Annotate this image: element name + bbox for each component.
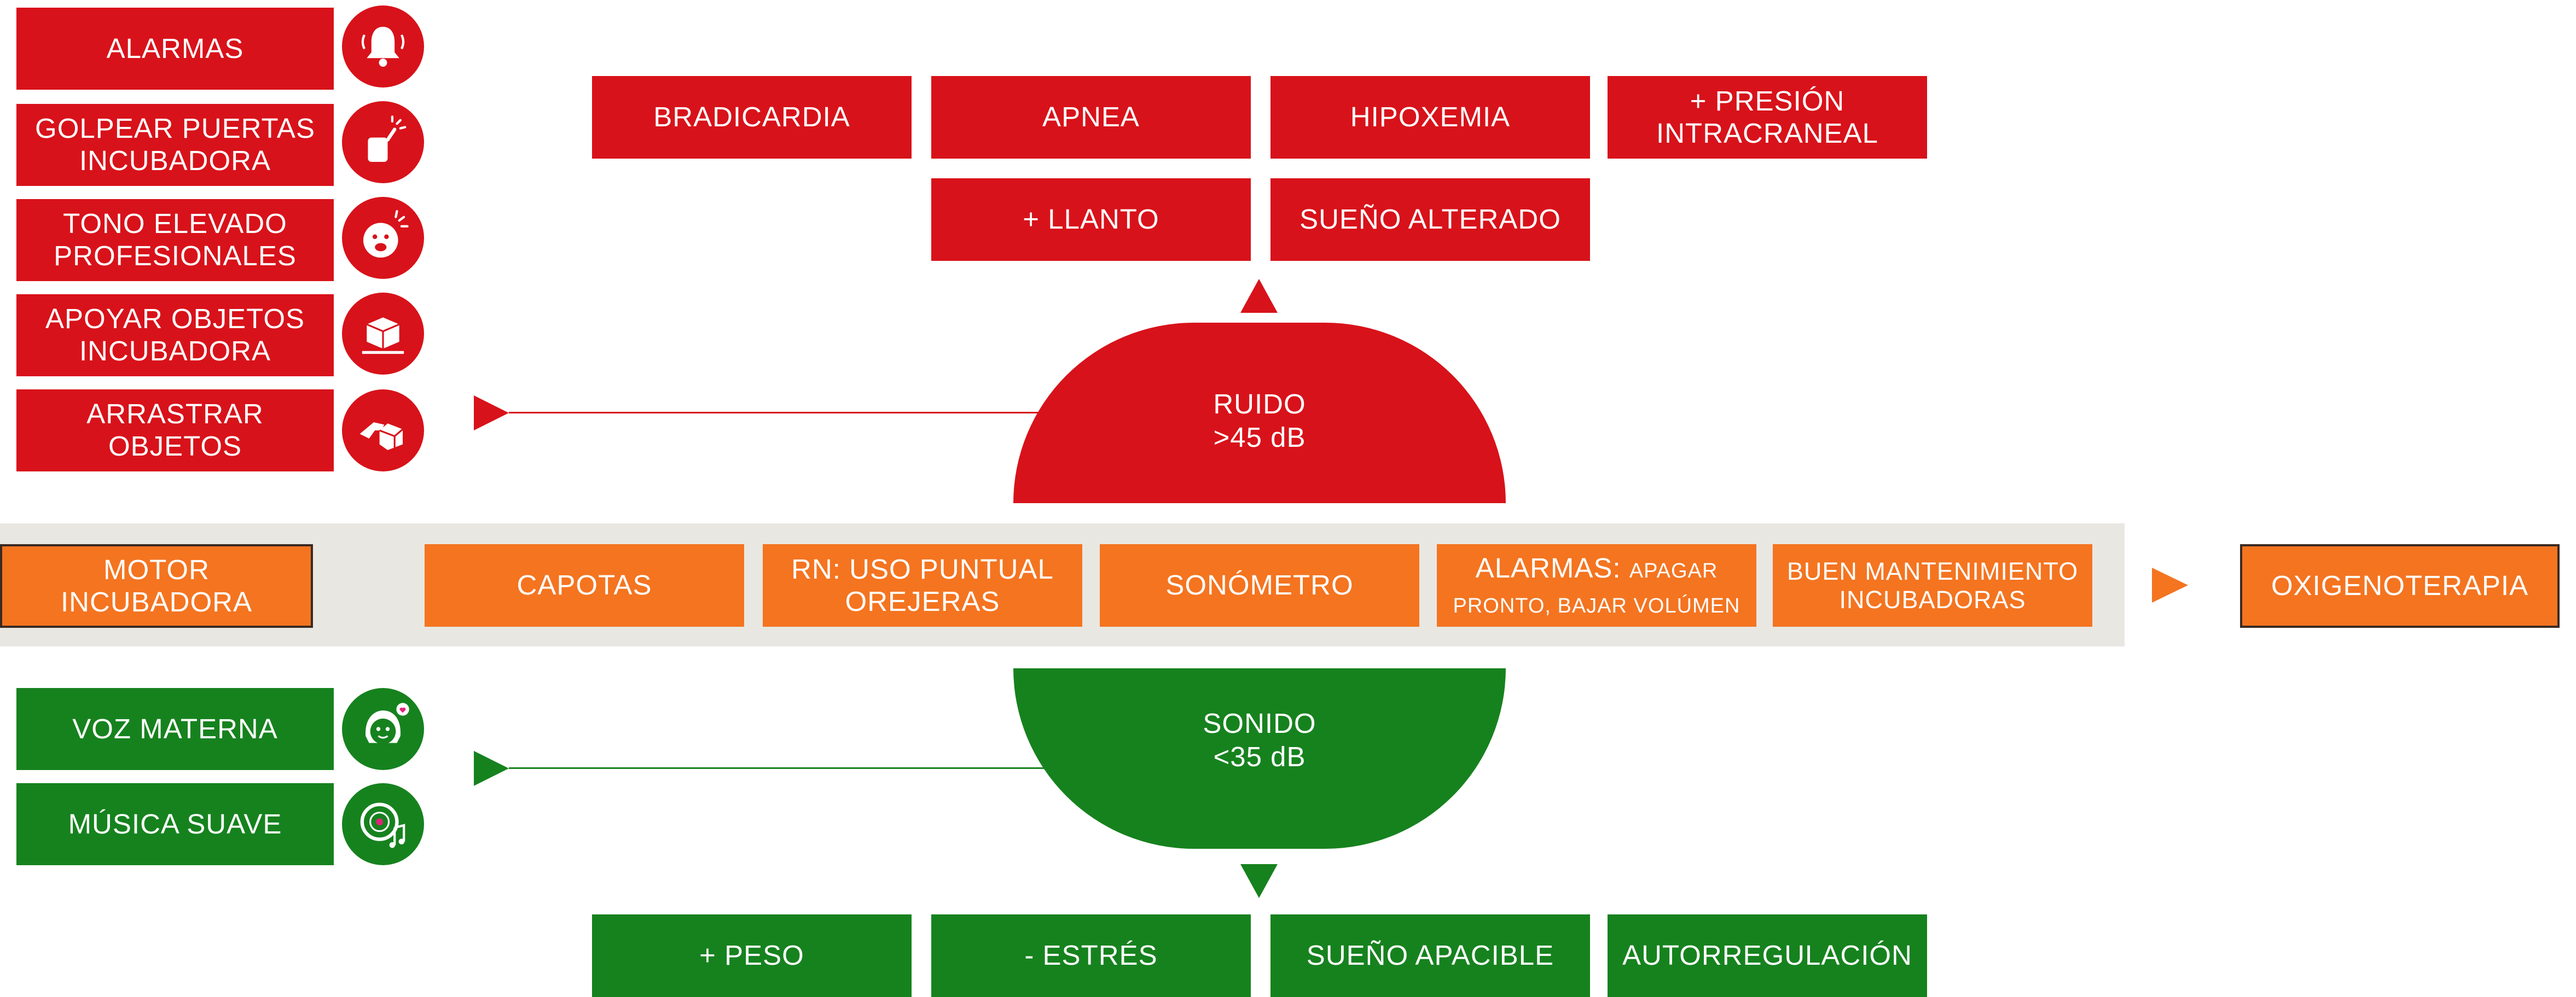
up-arrowhead <box>1240 279 1278 313</box>
hand-pushing-box-icon-svg <box>359 422 404 451</box>
source-label: VOZ MATERNA <box>72 713 278 744</box>
source-label: MÚSICA SUAVE <box>68 808 282 839</box>
measure-capotas: CAPOTAS <box>425 544 744 627</box>
effect-label: SUEÑO APACIBLE <box>1306 940 1554 971</box>
effect-autorregulacion: AUTORREGULACIÓN <box>1608 914 1927 997</box>
effect-label: BRADICARDIA <box>653 101 850 133</box>
hand-knocking-icon-svg <box>368 115 407 162</box>
effect-sueno-apacible: SUEÑO APACIBLE <box>1270 914 1590 997</box>
noise-title: RUIDO <box>1213 388 1306 419</box>
mother-face-icon-svg <box>365 703 409 744</box>
cause-label: GOLPEAR PUERTAS INCUBADORA <box>35 113 315 176</box>
sound-level: <35 dB <box>1213 741 1306 773</box>
noise-level: >45 dB <box>1213 422 1306 453</box>
music-disc-icon-svg <box>360 802 405 848</box>
effect-estres: - ESTRÉS <box>931 914 1251 997</box>
effect-label: SUEÑO ALTERADO <box>1299 203 1561 235</box>
effect-label: + PRESIÓN INTRACRANEAL <box>1656 85 1878 149</box>
sound-dome <box>1013 668 1506 849</box>
cause-alarmas: ALARMAS <box>16 8 334 90</box>
effect-llanto: + LLANTO <box>931 178 1251 261</box>
measure-alarmas: ALARMAS: APAGAR PRONTO, BAJAR VOLÚMEN <box>1437 544 1756 627</box>
measure-alarmas-text: ALARMAS: APAGAR PRONTO, BAJAR VOLÚMEN <box>1443 551 1750 621</box>
effect-label: + PESO <box>699 940 804 971</box>
effect-peso: + PESO <box>592 914 912 997</box>
effect-label: HIPOXEMIA <box>1350 101 1511 133</box>
effect-bradicardia: BRADICARDIA <box>592 76 912 159</box>
bell-icon-svg <box>361 26 405 67</box>
cause-tono-elevado: TONO ELEVADO PROFESIONALES <box>16 199 334 281</box>
noise-dome-label: RUIDO >45 dB <box>1123 387 1396 454</box>
shouting-face-icon <box>342 197 424 279</box>
effect-label: + LLANTO <box>1023 203 1159 235</box>
sound-arrowhead <box>474 751 509 786</box>
cause-label: ARRASTRAR OBJETOS <box>86 398 264 462</box>
effect-hipoxemia: HIPOXEMIA <box>1270 76 1590 159</box>
measure-label: MOTOR INCUBADORA <box>60 553 253 617</box>
cause-golpear-puertas: GOLPEAR PUERTAS INCUBADORA <box>16 104 334 186</box>
effect-label: APNEA <box>1042 101 1140 133</box>
measure-label: CAPOTAS <box>517 569 652 601</box>
noise-connector-line <box>509 412 1070 413</box>
source-voz-materna: VOZ MATERNA <box>16 688 334 770</box>
measure-sonometro: SONÓMETRO <box>1100 544 1419 627</box>
sound-title: SONIDO <box>1203 708 1316 739</box>
effect-label: - ESTRÉS <box>1024 940 1158 971</box>
measure-mantenimiento: BUEN MANTENIMIENTO INCUBADORAS <box>1773 544 2092 627</box>
cause-label: APOYAR OBJETOS INCUBADORA <box>45 303 305 366</box>
source-musica-suave: MÚSICA SUAVE <box>16 783 334 865</box>
cause-apoyar-objetos: APOYAR OBJETOS INCUBADORA <box>16 294 334 376</box>
measure-alarmas-title: ALARMAS: <box>1475 552 1621 584</box>
measure-label: OXIGENOTERAPIA <box>2271 570 2529 602</box>
cause-arrastrar-objetos: ARRASTRAR OBJETOS <box>16 389 334 471</box>
box-on-surface-icon <box>342 293 424 375</box>
effect-presion-intracraneal: + PRESIÓN INTRACRANEAL <box>1608 76 1927 159</box>
sound-connector-line <box>509 767 1070 769</box>
measure-label: RN: USO PUNTUAL OREJERAS <box>791 553 1054 617</box>
sound-dome-label: SONIDO <35 dB <box>1123 707 1396 773</box>
hand-knocking-icon <box>342 101 424 183</box>
measure-label: SONÓMETRO <box>1165 569 1354 601</box>
effect-apnea: APNEA <box>931 76 1251 159</box>
bell-icon <box>342 5 424 88</box>
box-on-surface-icon-svg <box>362 317 404 354</box>
shouting-face-icon-svg <box>363 210 409 258</box>
noise-arrowhead <box>474 395 509 430</box>
effect-sueno-alterado: SUEÑO ALTERADO <box>1270 178 1590 261</box>
measure-motor-incubadora: MOTOR INCUBADORA <box>0 544 313 628</box>
noise-dome <box>1013 323 1506 503</box>
music-disc-icon <box>342 783 424 865</box>
cause-label: TONO ELEVADO PROFESIONALES <box>54 208 297 271</box>
cause-label: ALARMAS <box>106 32 244 64</box>
measure-label: BUEN MANTENIMIENTO INCUBADORAS <box>1786 557 2079 614</box>
down-arrowhead <box>1240 864 1278 898</box>
measure-oxigenoterapia: OXIGENOTERAPIA <box>2240 544 2560 628</box>
measure-alarmas-detail: APAGAR PRONTO, BAJAR VOLÚMEN <box>1453 559 1740 617</box>
orange-arrowhead <box>2152 568 2188 603</box>
measure-orejeras: RN: USO PUNTUAL OREJERAS <box>763 544 1082 627</box>
mother-face-icon <box>342 688 424 770</box>
hand-pushing-box-icon <box>342 389 424 471</box>
effect-label: AUTORREGULACIÓN <box>1622 940 1912 971</box>
